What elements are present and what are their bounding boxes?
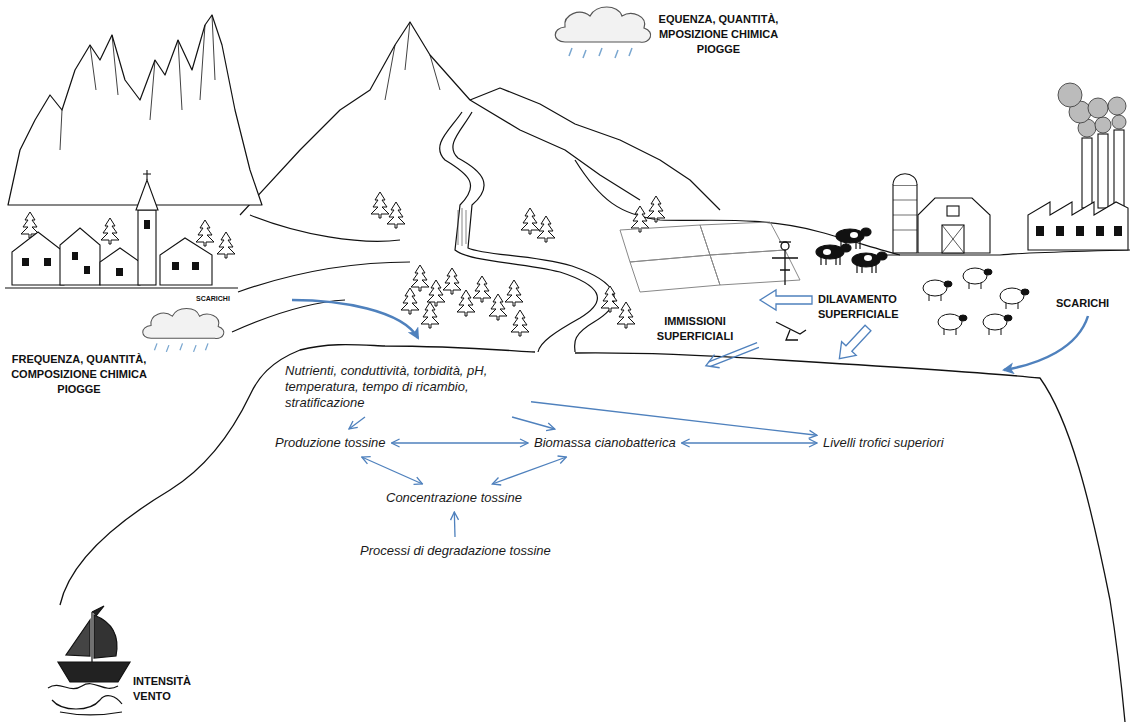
- mountains: [8, 15, 900, 332]
- plough: [776, 322, 806, 340]
- factory: [1028, 83, 1128, 250]
- annotation-label: EQUENZA, QUANTITÀ, MPOSIZIONE CHIMICA PI…: [646, 12, 791, 57]
- rain-cloud: [555, 7, 650, 58]
- annotation-label: FREQUENZA, QUANTITÀ, COMPOSIZIONE CHIMIC…: [4, 352, 154, 397]
- factor-node: Processi di degradazione tossine: [357, 540, 554, 562]
- lake-shore: [60, 345, 1125, 722]
- factor-text: Livelli trofici superiori: [823, 435, 944, 451]
- sheep: [923, 268, 1029, 335]
- cows: [816, 228, 887, 273]
- factor-node: Biomassa cianobatterica: [531, 432, 679, 454]
- annotation-label: SCARICHI: [1056, 296, 1126, 311]
- factor-text: Concentrazione tossine: [386, 490, 522, 506]
- fields: [620, 222, 800, 292]
- sailing-boat: [48, 606, 130, 715]
- annotation-label: DILAVAMENTO SUPERFICIALE: [818, 292, 918, 322]
- influence-arrow: [349, 417, 365, 429]
- annotation-label: INTENSITÀ VENTO: [133, 674, 203, 704]
- influence-arrow: [512, 417, 555, 429]
- factor-text: Produzione tossine: [275, 435, 386, 451]
- rain-cloud: [143, 309, 224, 352]
- influence-arrow: [682, 442, 817, 443]
- factor-node: Livelli trofici superiori: [820, 432, 947, 454]
- influence-arrow: [492, 457, 566, 484]
- influence-arrow: [362, 457, 423, 484]
- discharge-arrow: [292, 300, 1088, 370]
- influence-arrow: [392, 442, 528, 443]
- factor-node: Concentrazione tossine: [383, 487, 525, 509]
- factor-node: Nutrienti, conduttività, torbidità, pH, …: [282, 360, 528, 414]
- annotation-label: IMMISSIONI SUPERFICIALI: [645, 314, 745, 344]
- annotation-label: SCARICHI: [196, 294, 241, 303]
- factor-node: Produzione tossine: [272, 432, 389, 454]
- factor-text: Processi di degradazione tossine: [360, 543, 551, 559]
- influence-arrow: [531, 402, 817, 435]
- scarecrow: [772, 242, 798, 285]
- forest: [371, 192, 665, 336]
- factor-text: Nutrienti, conduttività, torbidità, pH, …: [285, 363, 525, 411]
- inflow-arrow: [703, 338, 760, 372]
- factor-text: Biomassa cianobatterica: [534, 435, 676, 451]
- village: [5, 170, 238, 288]
- influence-arrow: [454, 512, 456, 537]
- river: [440, 112, 615, 352]
